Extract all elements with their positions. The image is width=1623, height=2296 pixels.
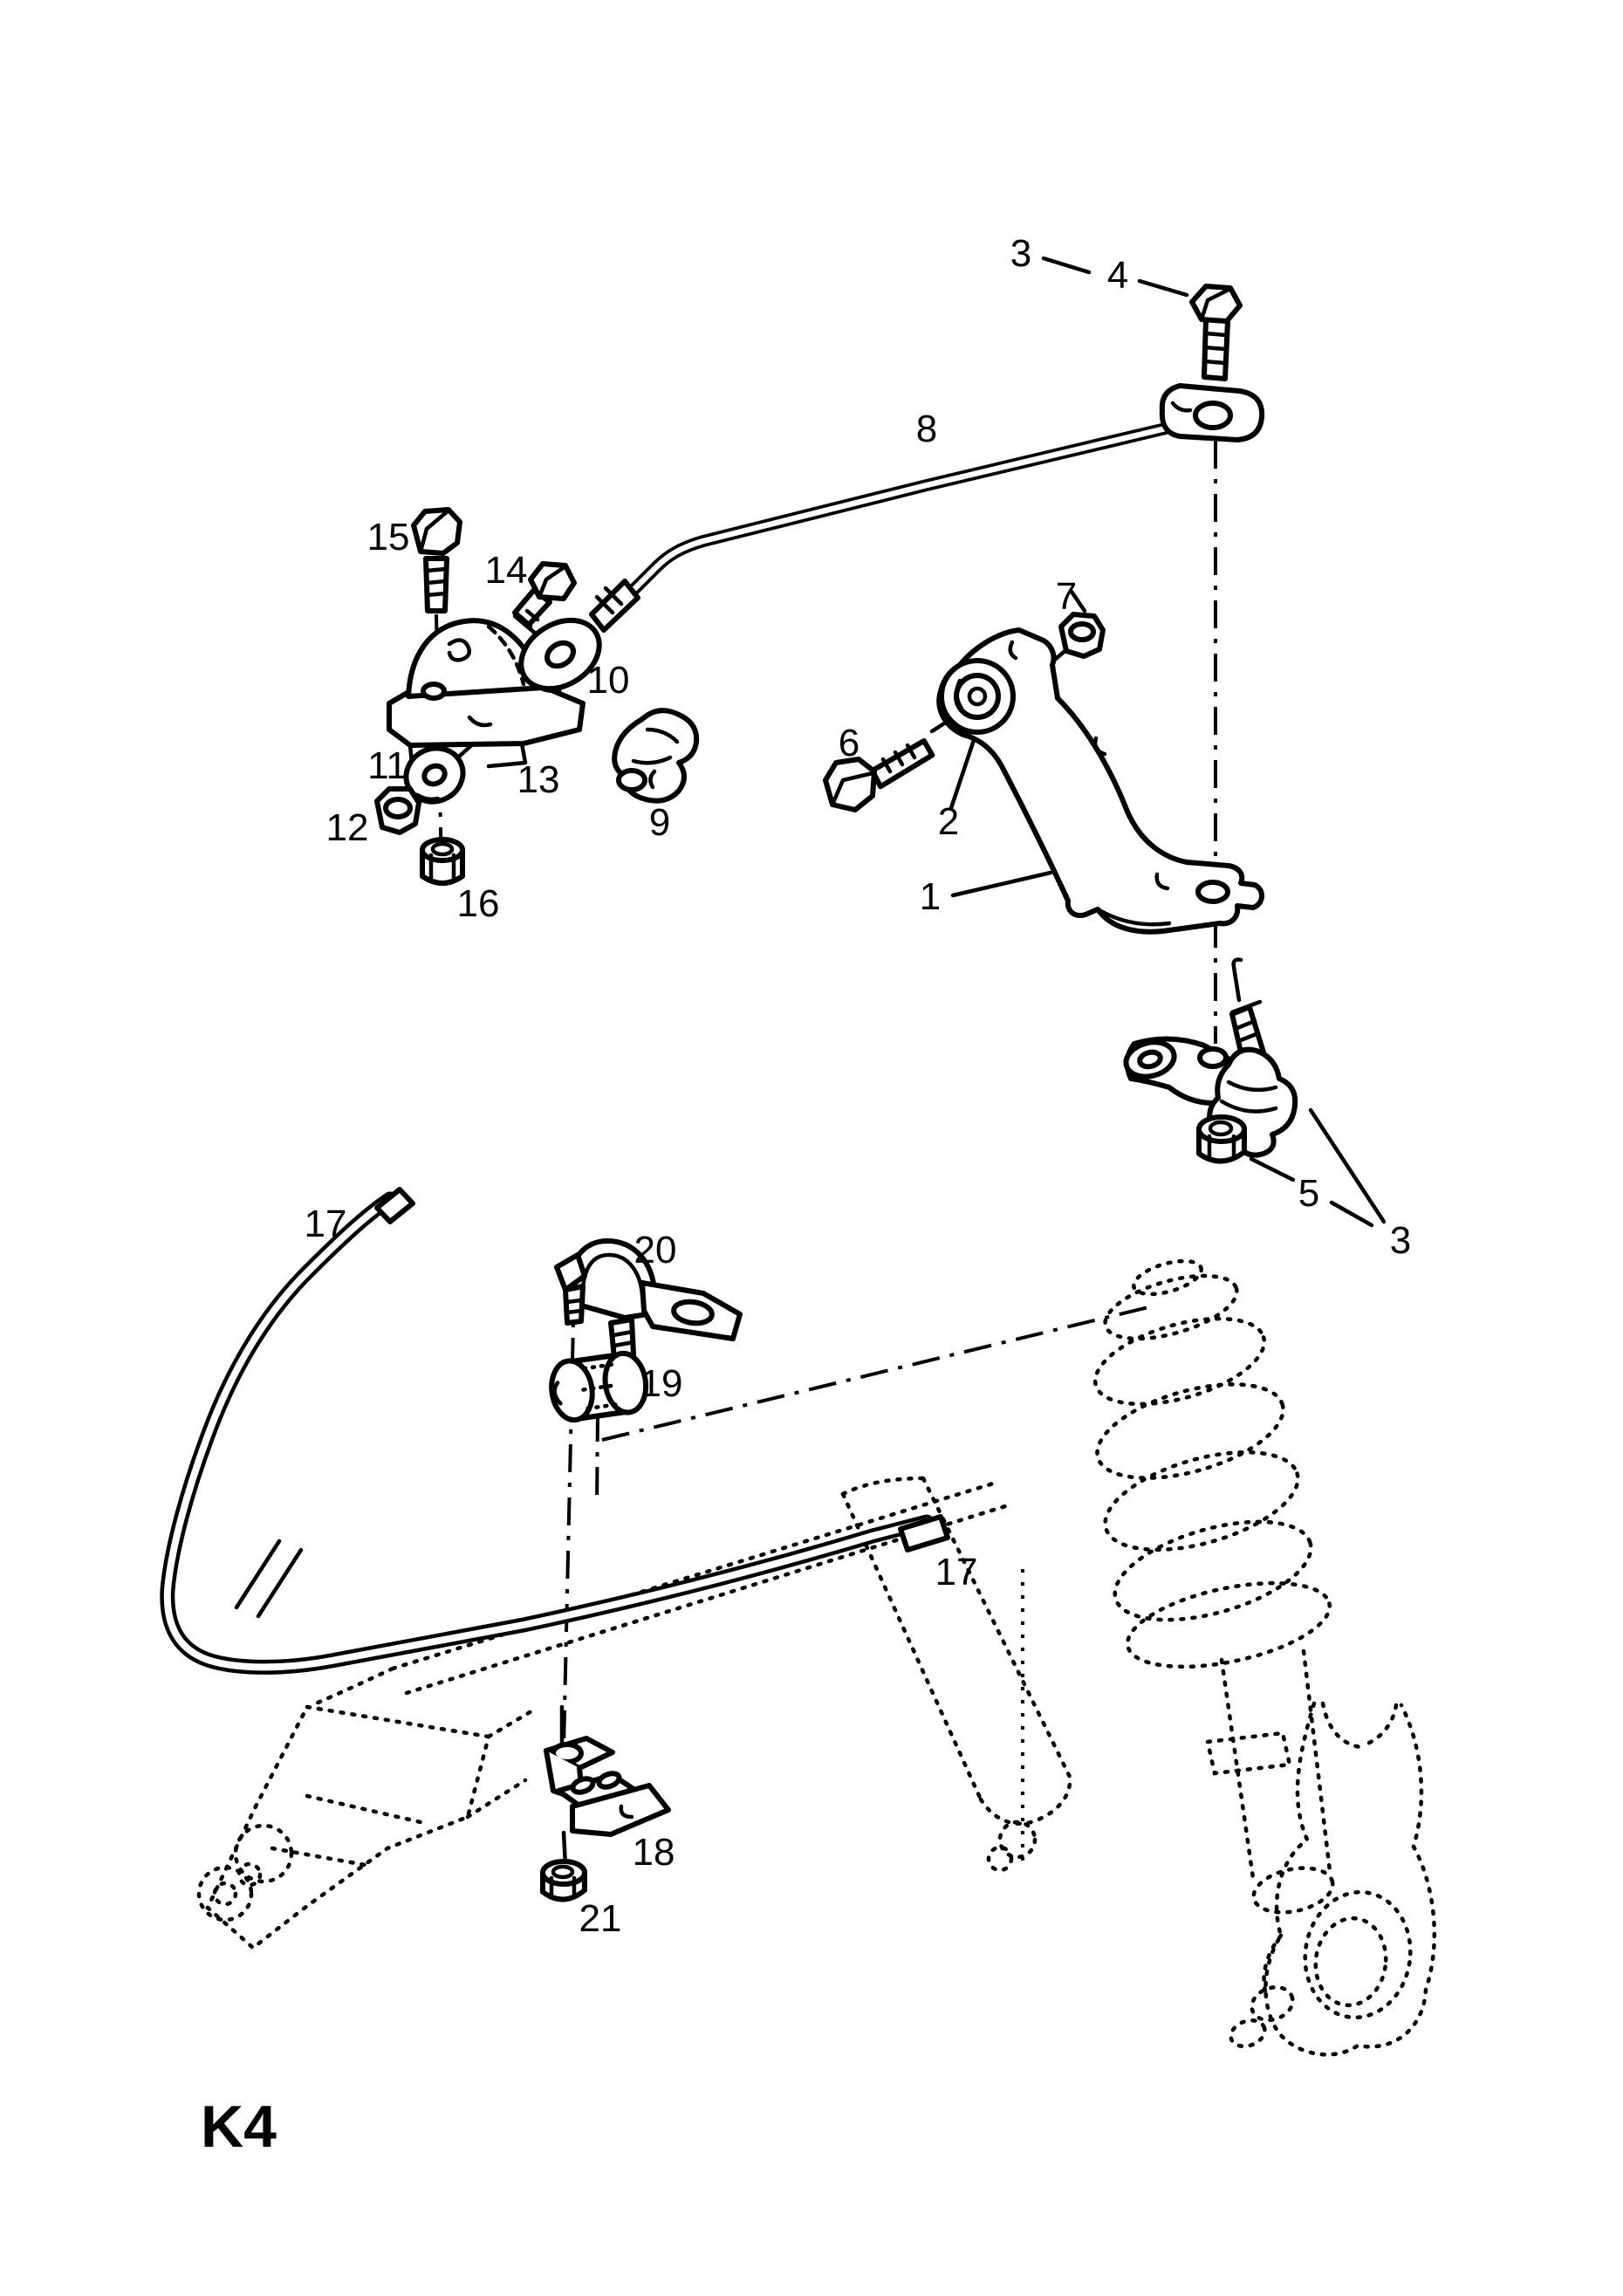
leader-3-bottom-a bbox=[1308, 1107, 1387, 1224]
callout-17-right: 17 bbox=[935, 1551, 978, 1593]
ball-joint-pin bbox=[1231, 957, 1243, 1003]
nut-21 bbox=[540, 1859, 587, 1902]
ball-joint-group bbox=[1123, 957, 1298, 1164]
control-arm-1 bbox=[936, 627, 1264, 935]
callout-20: 20 bbox=[634, 1229, 677, 1271]
callout-labels: 3 4 8 15 14 10 13 11 12 16 9 7 6 2 1 5 3… bbox=[305, 232, 1412, 1940]
callout-13: 13 bbox=[517, 758, 560, 801]
nut-5 bbox=[1196, 1114, 1247, 1164]
callout-7: 7 bbox=[1056, 575, 1077, 618]
stabilizer-bar-end-tab-left bbox=[374, 1187, 415, 1224]
page-code: K4 bbox=[201, 2094, 277, 2160]
tie-bar-eyelet-hole bbox=[1193, 401, 1233, 430]
phantom-hub bbox=[1303, 1889, 1413, 2020]
callout-1: 1 bbox=[920, 875, 941, 918]
callout-9: 9 bbox=[649, 801, 670, 844]
axis-bushing19 bbox=[595, 1413, 599, 1505]
phantom-strut-bracket bbox=[1205, 1731, 1292, 1776]
nut-16 bbox=[420, 837, 465, 886]
callout-6: 6 bbox=[839, 722, 859, 764]
callout-16: 16 bbox=[457, 882, 500, 925]
callout-3-top: 3 bbox=[1010, 232, 1031, 275]
callout-14: 14 bbox=[485, 549, 528, 592]
callout-5: 5 bbox=[1298, 1172, 1319, 1215]
nut-12 bbox=[374, 786, 421, 835]
callout-2: 2 bbox=[938, 800, 959, 843]
leader-3-bottom-b bbox=[1329, 1200, 1374, 1228]
callout-17-left: 17 bbox=[305, 1203, 347, 1245]
clamp-20-tab bbox=[554, 1252, 587, 1292]
nut-7 bbox=[1058, 612, 1106, 659]
bracket-13-group bbox=[374, 507, 700, 886]
phantom-strut-tube bbox=[1219, 1657, 1256, 1881]
axis-clamp20-to-bracket18 bbox=[562, 1284, 576, 1750]
ball-joint-arm-hole bbox=[1197, 1046, 1229, 1069]
callout-15: 15 bbox=[367, 516, 410, 559]
callout-19: 19 bbox=[640, 1362, 683, 1405]
callout-12: 12 bbox=[326, 806, 369, 849]
leader-3-top bbox=[1041, 256, 1092, 275]
stabilizer-bar bbox=[160, 1187, 950, 1675]
bolt-14 bbox=[512, 561, 577, 629]
stabilizer-bar-break-mark bbox=[256, 1547, 304, 1619]
tie-bar-threaded-tip bbox=[589, 579, 640, 633]
callout-11: 11 bbox=[367, 744, 407, 787]
phantom-steering-knuckle bbox=[1229, 1701, 1437, 2057]
control-arm-rear-hole bbox=[1195, 880, 1230, 904]
callout-10: 10 bbox=[587, 659, 630, 702]
callout-4: 4 bbox=[1107, 254, 1128, 297]
bolt-4 bbox=[1189, 284, 1243, 381]
washer-11 bbox=[403, 745, 466, 805]
bracket-13 bbox=[387, 618, 586, 769]
axis-diagonal-to-strut bbox=[601, 1306, 1149, 1442]
leader-lines bbox=[948, 256, 1387, 1228]
phantom-subframe bbox=[196, 1704, 538, 1950]
bolt-6 bbox=[823, 737, 935, 812]
tie-bar-8 bbox=[589, 383, 1265, 633]
leader-2 bbox=[948, 737, 976, 811]
bushing-2 bbox=[954, 673, 1001, 720]
washer-10 bbox=[518, 617, 602, 693]
phantom-strut-spring bbox=[1092, 1258, 1335, 1915]
leader-5 bbox=[1249, 1156, 1296, 1182]
stabilizer-bar-end-tab-right bbox=[898, 1514, 950, 1552]
leader-7 bbox=[1069, 589, 1087, 613]
callout-21: 21 bbox=[579, 1897, 622, 1940]
callout-18: 18 bbox=[633, 1831, 675, 1874]
phantom-strut-bottom bbox=[1251, 1866, 1335, 1915]
control-arm-group bbox=[823, 612, 1264, 935]
callout-8: 8 bbox=[916, 408, 937, 450]
leader-1 bbox=[950, 870, 1053, 898]
callout-3-bottom: 3 bbox=[1390, 1219, 1411, 1262]
clamp-20 bbox=[554, 1238, 743, 1360]
bushing-9 bbox=[612, 708, 700, 804]
bolt-15-head bbox=[411, 507, 462, 556]
bolt-15 bbox=[411, 507, 462, 613]
bushing-19 bbox=[549, 1350, 649, 1423]
bracket-18 bbox=[544, 1736, 671, 1837]
bolt-4-head bbox=[1189, 284, 1243, 324]
leader-4 bbox=[1137, 278, 1189, 298]
bolt-14-head bbox=[528, 561, 577, 601]
stabilizer-mounting-group bbox=[540, 1238, 743, 1902]
